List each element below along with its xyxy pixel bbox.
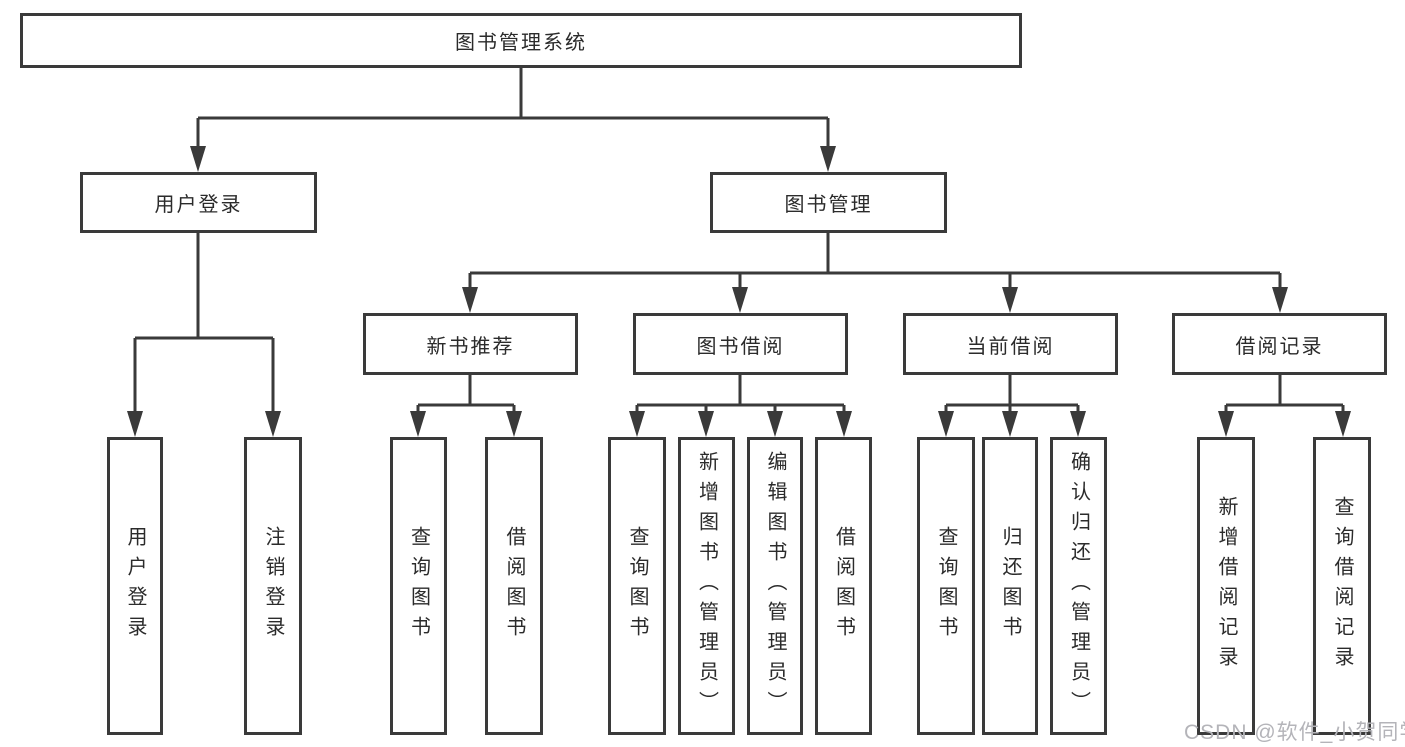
leaf-logout: 注销登录 xyxy=(244,437,302,735)
leaf-label: 编辑图书（管理员） xyxy=(764,451,786,721)
node-borrow-records: 借阅记录 xyxy=(1172,313,1387,375)
leaf-label: 确认归还（管理员） xyxy=(1067,451,1090,721)
node-user-login: 用户登录 xyxy=(80,172,317,233)
leaf-label: 用户登录 xyxy=(124,526,146,646)
leaf-label: 借阅图书 xyxy=(832,526,855,646)
leaf-label: 查询图书 xyxy=(935,526,957,646)
leaf-query-books-recommend: 查询图书 xyxy=(390,437,447,735)
node-current-borrow: 当前借阅 xyxy=(903,313,1118,375)
leaf-label: 注销登录 xyxy=(262,526,284,646)
leaf-label: 新增借阅记录 xyxy=(1215,496,1237,676)
leaf-label: 查询借阅记录 xyxy=(1331,496,1353,676)
arrowheads xyxy=(127,146,1351,437)
leaf-query-books-borrow: 查询图书 xyxy=(608,437,666,735)
node-root-system: 图书管理系统 xyxy=(20,13,1022,68)
leaf-label: 归还图书 xyxy=(999,526,1021,646)
leaf-label: 借阅图书 xyxy=(503,526,525,646)
leaf-label: 新增图书（管理员） xyxy=(695,451,718,721)
leaf-borrow-books-recommend: 借阅图书 xyxy=(485,437,543,735)
leaf-return-books: 归还图书 xyxy=(982,437,1038,735)
leaf-label: 查询图书 xyxy=(407,526,430,646)
leaf-edit-books-admin: 编辑图书（管理员） xyxy=(747,437,803,735)
leaf-add-books-admin: 新增图书（管理员） xyxy=(678,437,735,735)
leaf-label: 查询图书 xyxy=(626,526,648,646)
node-book-borrow: 图书借阅 xyxy=(633,313,848,375)
leaf-confirm-return-admin: 确认归还（管理员） xyxy=(1050,437,1107,735)
leaf-query-borrow-record: 查询借阅记录 xyxy=(1313,437,1371,735)
csdn-watermark: CSDN @软件_小贺同学 xyxy=(1184,721,1405,744)
leaf-borrow-books: 借阅图书 xyxy=(815,437,872,735)
leaf-query-books-current: 查询图书 xyxy=(917,437,975,735)
leaf-user-login: 用户登录 xyxy=(107,437,163,735)
node-new-book-recommend: 新书推荐 xyxy=(363,313,578,375)
leaf-add-borrow-record: 新增借阅记录 xyxy=(1197,437,1255,735)
node-book-management: 图书管理 xyxy=(710,172,947,233)
